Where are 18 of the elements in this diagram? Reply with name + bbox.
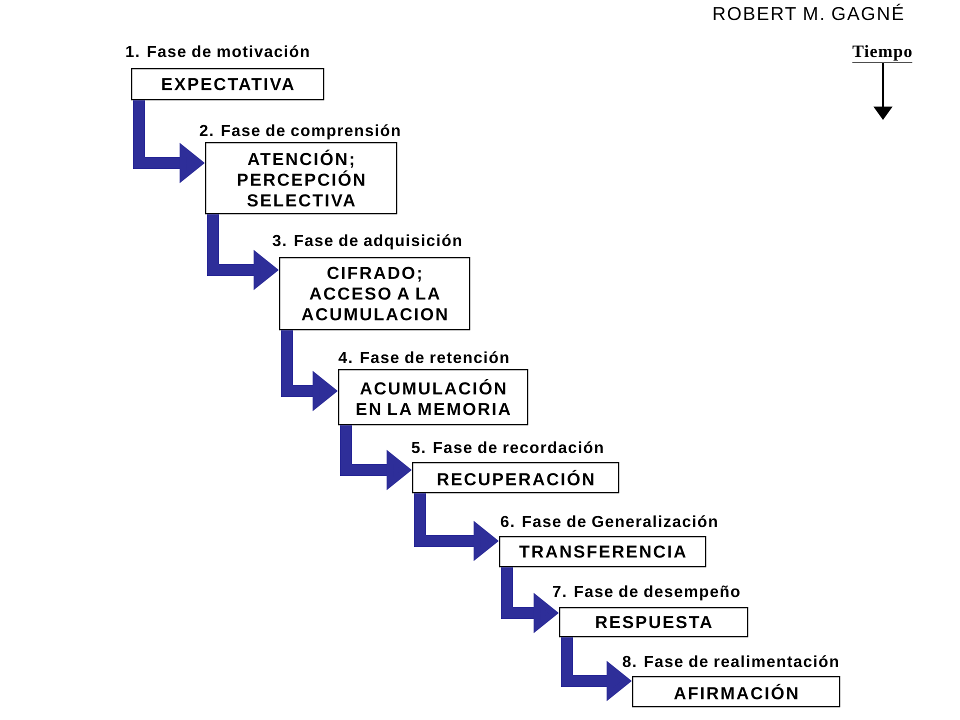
phase-box: ATENCIÓN; PERCEPCIÓN SELECTIVA [205, 142, 398, 214]
phase-heading: 2. Fase de comprensión [200, 124, 400, 140]
phase-heading: 8. Fase de realimentación [622, 655, 838, 668]
phase-heading: 6. Fase de Generalización [500, 515, 717, 528]
phase-box: EXPECTATIVA [131, 68, 324, 100]
phase-box: RESPUESTA [559, 607, 748, 638]
phase-heading: 3. Fase de adquisición [272, 234, 462, 250]
phase-box: RECUPERACIÓN [412, 462, 620, 494]
phase-box: ACUMULACIÓN EN LA MEMORIA [338, 369, 528, 426]
phase-heading: 5. Fase de recordación [412, 441, 603, 454]
phase-heading: 4. Fase de retención [338, 351, 508, 364]
phase-box: CIFRADO; ACCESO A LA ACUMULACION [279, 257, 470, 330]
phase-heading: 7. Fase de desempeño [552, 585, 740, 600]
phase-box: TRANSFERENCIA [499, 536, 706, 568]
phase-box: AFIRMACIÓN [632, 676, 840, 708]
title: ROBERT M. GAGNÉ [714, 4, 904, 20]
time-label: Tiempo [852, 44, 912, 63]
phase-heading: 1. Fase de motivación [126, 45, 309, 58]
